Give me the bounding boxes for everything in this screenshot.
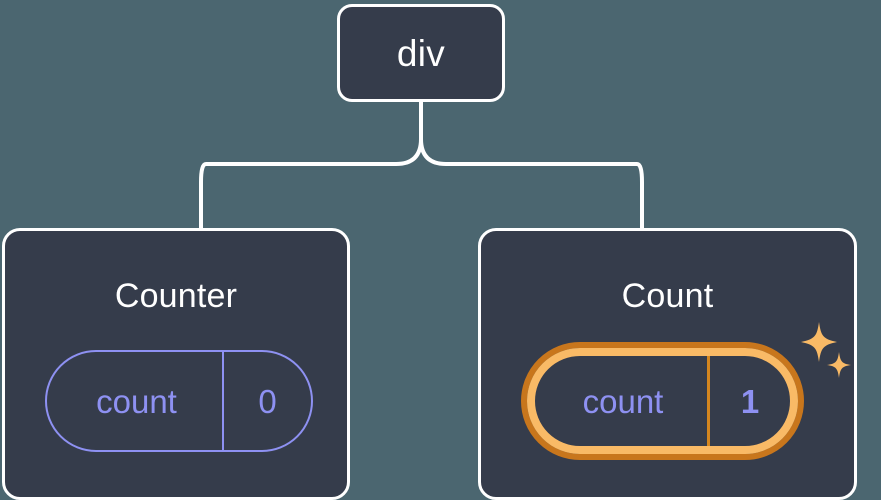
state-pill-highlight-ring: count 1: [521, 342, 804, 460]
state-value-label: 0: [222, 352, 311, 450]
state-pill-body: count 0: [45, 350, 313, 452]
state-key-label: count: [582, 382, 664, 420]
node-counter[interactable]: Counter count 0: [2, 228, 350, 500]
node-counter-title: Counter: [114, 277, 238, 315]
node-root-div[interactable]: div: [337, 4, 505, 102]
root-node-label: div: [396, 32, 446, 74]
state-value-label: 1: [707, 356, 790, 446]
node-count-title: Count: [621, 277, 714, 315]
node-count[interactable]: Count count 1: [478, 228, 857, 500]
state-key-label: count: [96, 382, 177, 420]
state-pill-counter[interactable]: count 0: [45, 350, 313, 452]
state-pill-count[interactable]: count 1: [521, 342, 804, 460]
state-pill-body: count 1: [527, 348, 798, 454]
